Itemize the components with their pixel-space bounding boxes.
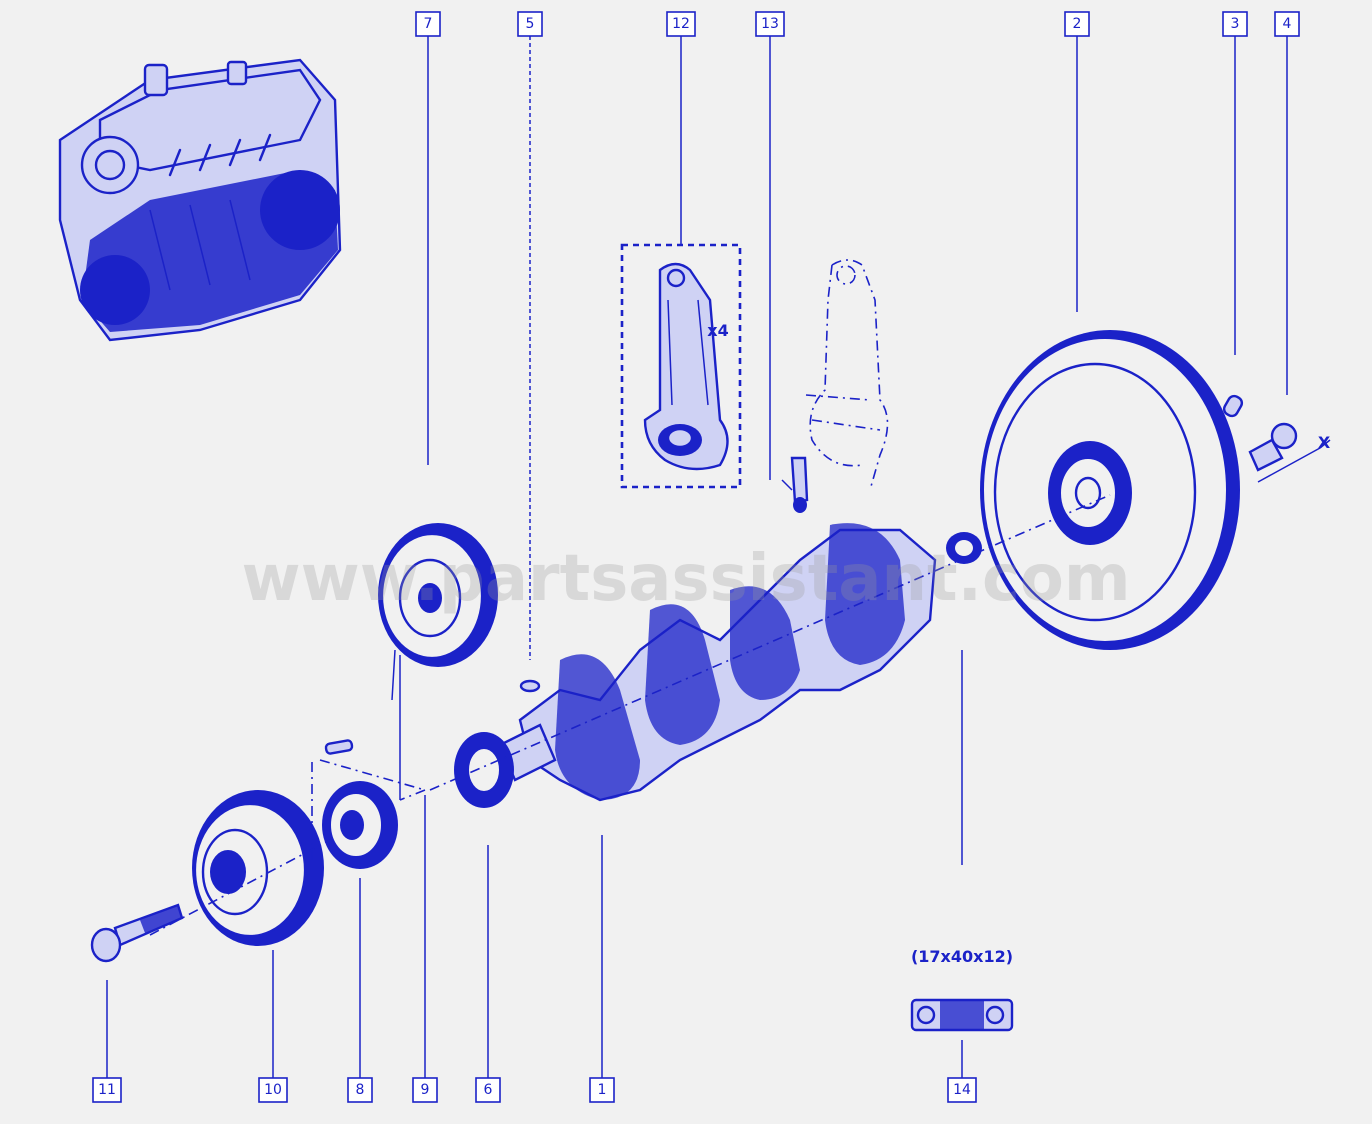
- gear-key-guide: [311, 759, 426, 860]
- bolt-mark: X: [1318, 433, 1331, 452]
- svg-text:13: 13: [761, 16, 779, 32]
- assembly-axis-line: [149, 494, 1111, 936]
- accessory-pulley: [378, 523, 498, 800]
- svg-text:2: 2: [1073, 16, 1082, 32]
- svg-text:3: 3: [1231, 16, 1240, 32]
- svg-text:4: 4: [1283, 16, 1292, 32]
- svg-text:8: 8: [356, 1082, 365, 1098]
- svg-text:9: 9: [421, 1082, 430, 1098]
- callout-5: 5: [517, 11, 543, 37]
- callout-2: 2: [1064, 11, 1090, 37]
- callout-9: 9: [412, 1077, 438, 1103]
- callout-3: 3: [1222, 11, 1248, 37]
- svg-text:11: 11: [98, 1082, 116, 1098]
- front-seal: [454, 732, 514, 808]
- flywheel-bolt: [1248, 422, 1331, 483]
- rod-bolt: [790, 456, 809, 513]
- callout-4: 4: [1274, 11, 1300, 37]
- bearing-size-note: (17x40x12): [911, 947, 1013, 966]
- svg-text:1: 1: [598, 1082, 607, 1098]
- flywheel: [980, 330, 1240, 650]
- callout-8: 8: [347, 1077, 373, 1103]
- callout-13: 13: [755, 11, 785, 37]
- watermark: www.partsassistant.com: [241, 542, 1130, 616]
- leader-lines: [106, 36, 1288, 1078]
- crank-pulley: [192, 790, 324, 946]
- callout-11: 11: [92, 1077, 122, 1103]
- svg-text:5: 5: [526, 16, 535, 32]
- dowel-pin: [1222, 394, 1244, 418]
- callout-12: 12: [666, 11, 696, 37]
- svg-text:6: 6: [484, 1082, 493, 1098]
- crankshaft: [498, 523, 937, 802]
- engine-assembly-thumbnail: [58, 58, 342, 342]
- key-pin: [324, 739, 354, 755]
- svg-text:10: 10: [264, 1082, 282, 1098]
- callout-10: 10: [258, 1077, 288, 1103]
- callout-14: 14: [947, 1077, 977, 1103]
- svg-text:12: 12: [672, 16, 690, 32]
- connecting-rod-outline: [805, 259, 889, 491]
- pilot-bearing: [946, 532, 982, 564]
- timing-gear: [322, 781, 398, 869]
- callout-7: 7: [415, 11, 441, 37]
- rod-quantity-note: x4: [707, 321, 728, 340]
- svg-text:7: 7: [424, 16, 433, 32]
- callout-6: 6: [475, 1077, 501, 1103]
- pulley-bolt: [90, 903, 184, 963]
- callout-1: 1: [589, 1077, 615, 1103]
- bearing-shell: [910, 998, 1014, 1032]
- svg-text:14: 14: [953, 1082, 971, 1098]
- connecting-rod-set: [620, 243, 742, 489]
- woodruff-key: [519, 679, 541, 693]
